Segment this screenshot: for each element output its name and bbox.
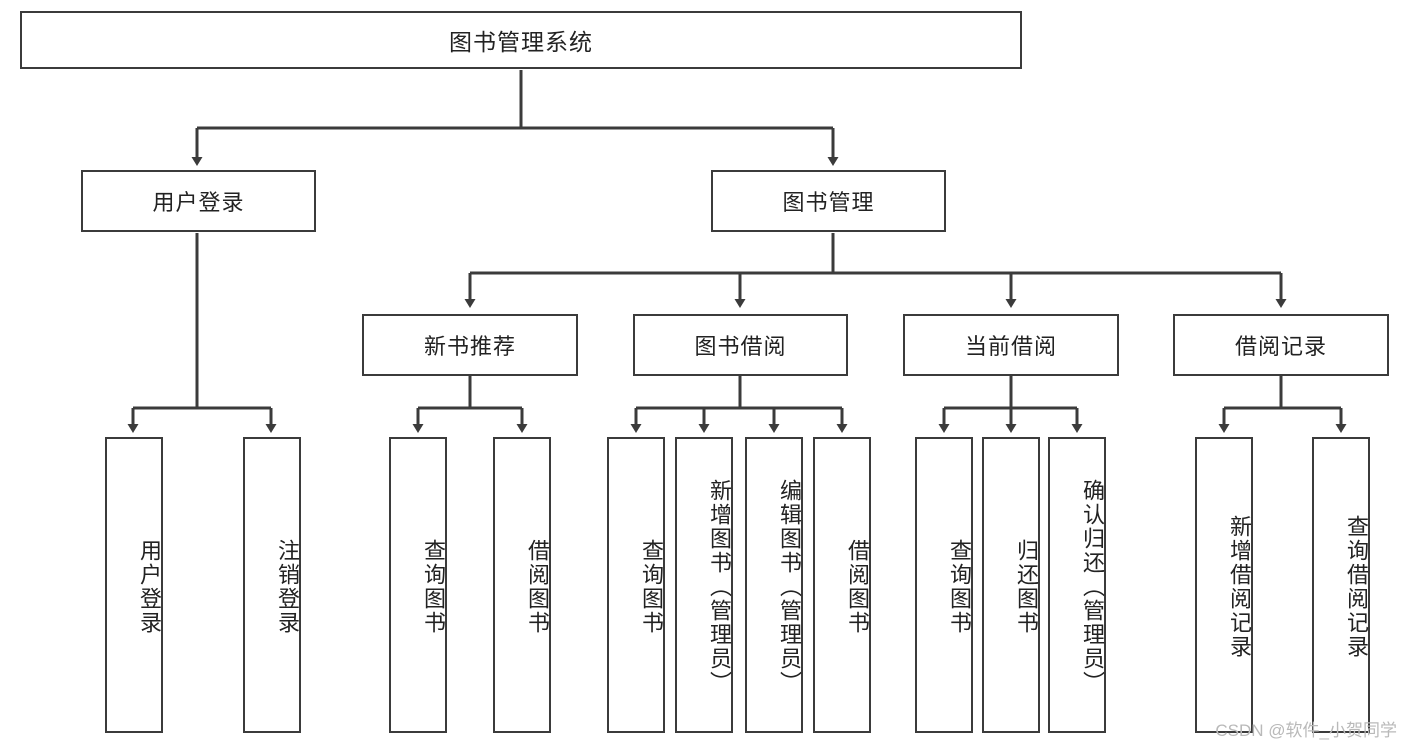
- node-new-book-recommendation[interactable]: 新书推荐: [362, 314, 578, 376]
- leaf-new-book-query-book[interactable]: 查询图书: [389, 437, 447, 733]
- node-label: 归还图书: [1014, 539, 1039, 635]
- node-label: 借阅图书: [845, 539, 870, 635]
- leaf-book-borrow-add-book-admin[interactable]: 新增图书（管理员）: [675, 437, 733, 733]
- leaf-book-borrow-edit-book-admin[interactable]: 编辑图书（管理员）: [745, 437, 803, 733]
- node-label: 图书借阅: [694, 334, 787, 359]
- node-label: 图书管理系统: [449, 29, 593, 55]
- node-label: 新增图书（管理员）: [707, 479, 732, 695]
- leaf-user-login-logout[interactable]: 注销登录: [243, 437, 301, 733]
- leaf-current-borrow-query-book[interactable]: 查询图书: [915, 437, 973, 733]
- leaf-new-book-borrow-book[interactable]: 借阅图书: [493, 437, 551, 733]
- node-root-book-management-system[interactable]: 图书管理系统: [20, 11, 1022, 69]
- node-label: 查询借阅记录: [1344, 515, 1369, 659]
- node-label: 注销登录: [275, 539, 300, 635]
- leaf-borrow-record-query-record[interactable]: 查询借阅记录: [1312, 437, 1370, 733]
- node-label: 借阅记录: [1234, 334, 1327, 359]
- node-label: 图书管理: [782, 190, 875, 215]
- node-label: 新增借阅记录: [1227, 515, 1252, 659]
- leaf-current-borrow-confirm-return-admin[interactable]: 确认归还（管理员）: [1048, 437, 1106, 733]
- leaf-borrow-record-add-record[interactable]: 新增借阅记录: [1195, 437, 1253, 733]
- node-book-management[interactable]: 图书管理: [711, 170, 946, 232]
- node-label: 用户登录: [152, 190, 245, 215]
- node-label: 用户登录: [137, 539, 162, 635]
- node-label: 当前借阅: [964, 334, 1057, 359]
- node-label: 确认归还（管理员）: [1080, 479, 1105, 695]
- leaf-user-login-login[interactable]: 用户登录: [105, 437, 163, 733]
- node-label: 借阅图书: [525, 539, 550, 635]
- node-user-login[interactable]: 用户登录: [81, 170, 316, 232]
- node-borrow-record[interactable]: 借阅记录: [1173, 314, 1389, 376]
- leaf-current-borrow-return-book[interactable]: 归还图书: [982, 437, 1040, 733]
- leaf-book-borrow-borrow-book[interactable]: 借阅图书: [813, 437, 871, 733]
- watermark-text: CSDN @软件_小贺同学: [1215, 721, 1397, 740]
- node-label: 新书推荐: [423, 334, 516, 359]
- node-book-borrow[interactable]: 图书借阅: [633, 314, 848, 376]
- node-label: 查询图书: [639, 539, 664, 635]
- node-label: 查询图书: [947, 539, 972, 635]
- node-label: 编辑图书（管理员）: [777, 479, 802, 695]
- node-current-borrow[interactable]: 当前借阅: [903, 314, 1119, 376]
- node-label: 查询图书: [421, 539, 446, 635]
- leaf-book-borrow-query-book[interactable]: 查询图书: [607, 437, 665, 733]
